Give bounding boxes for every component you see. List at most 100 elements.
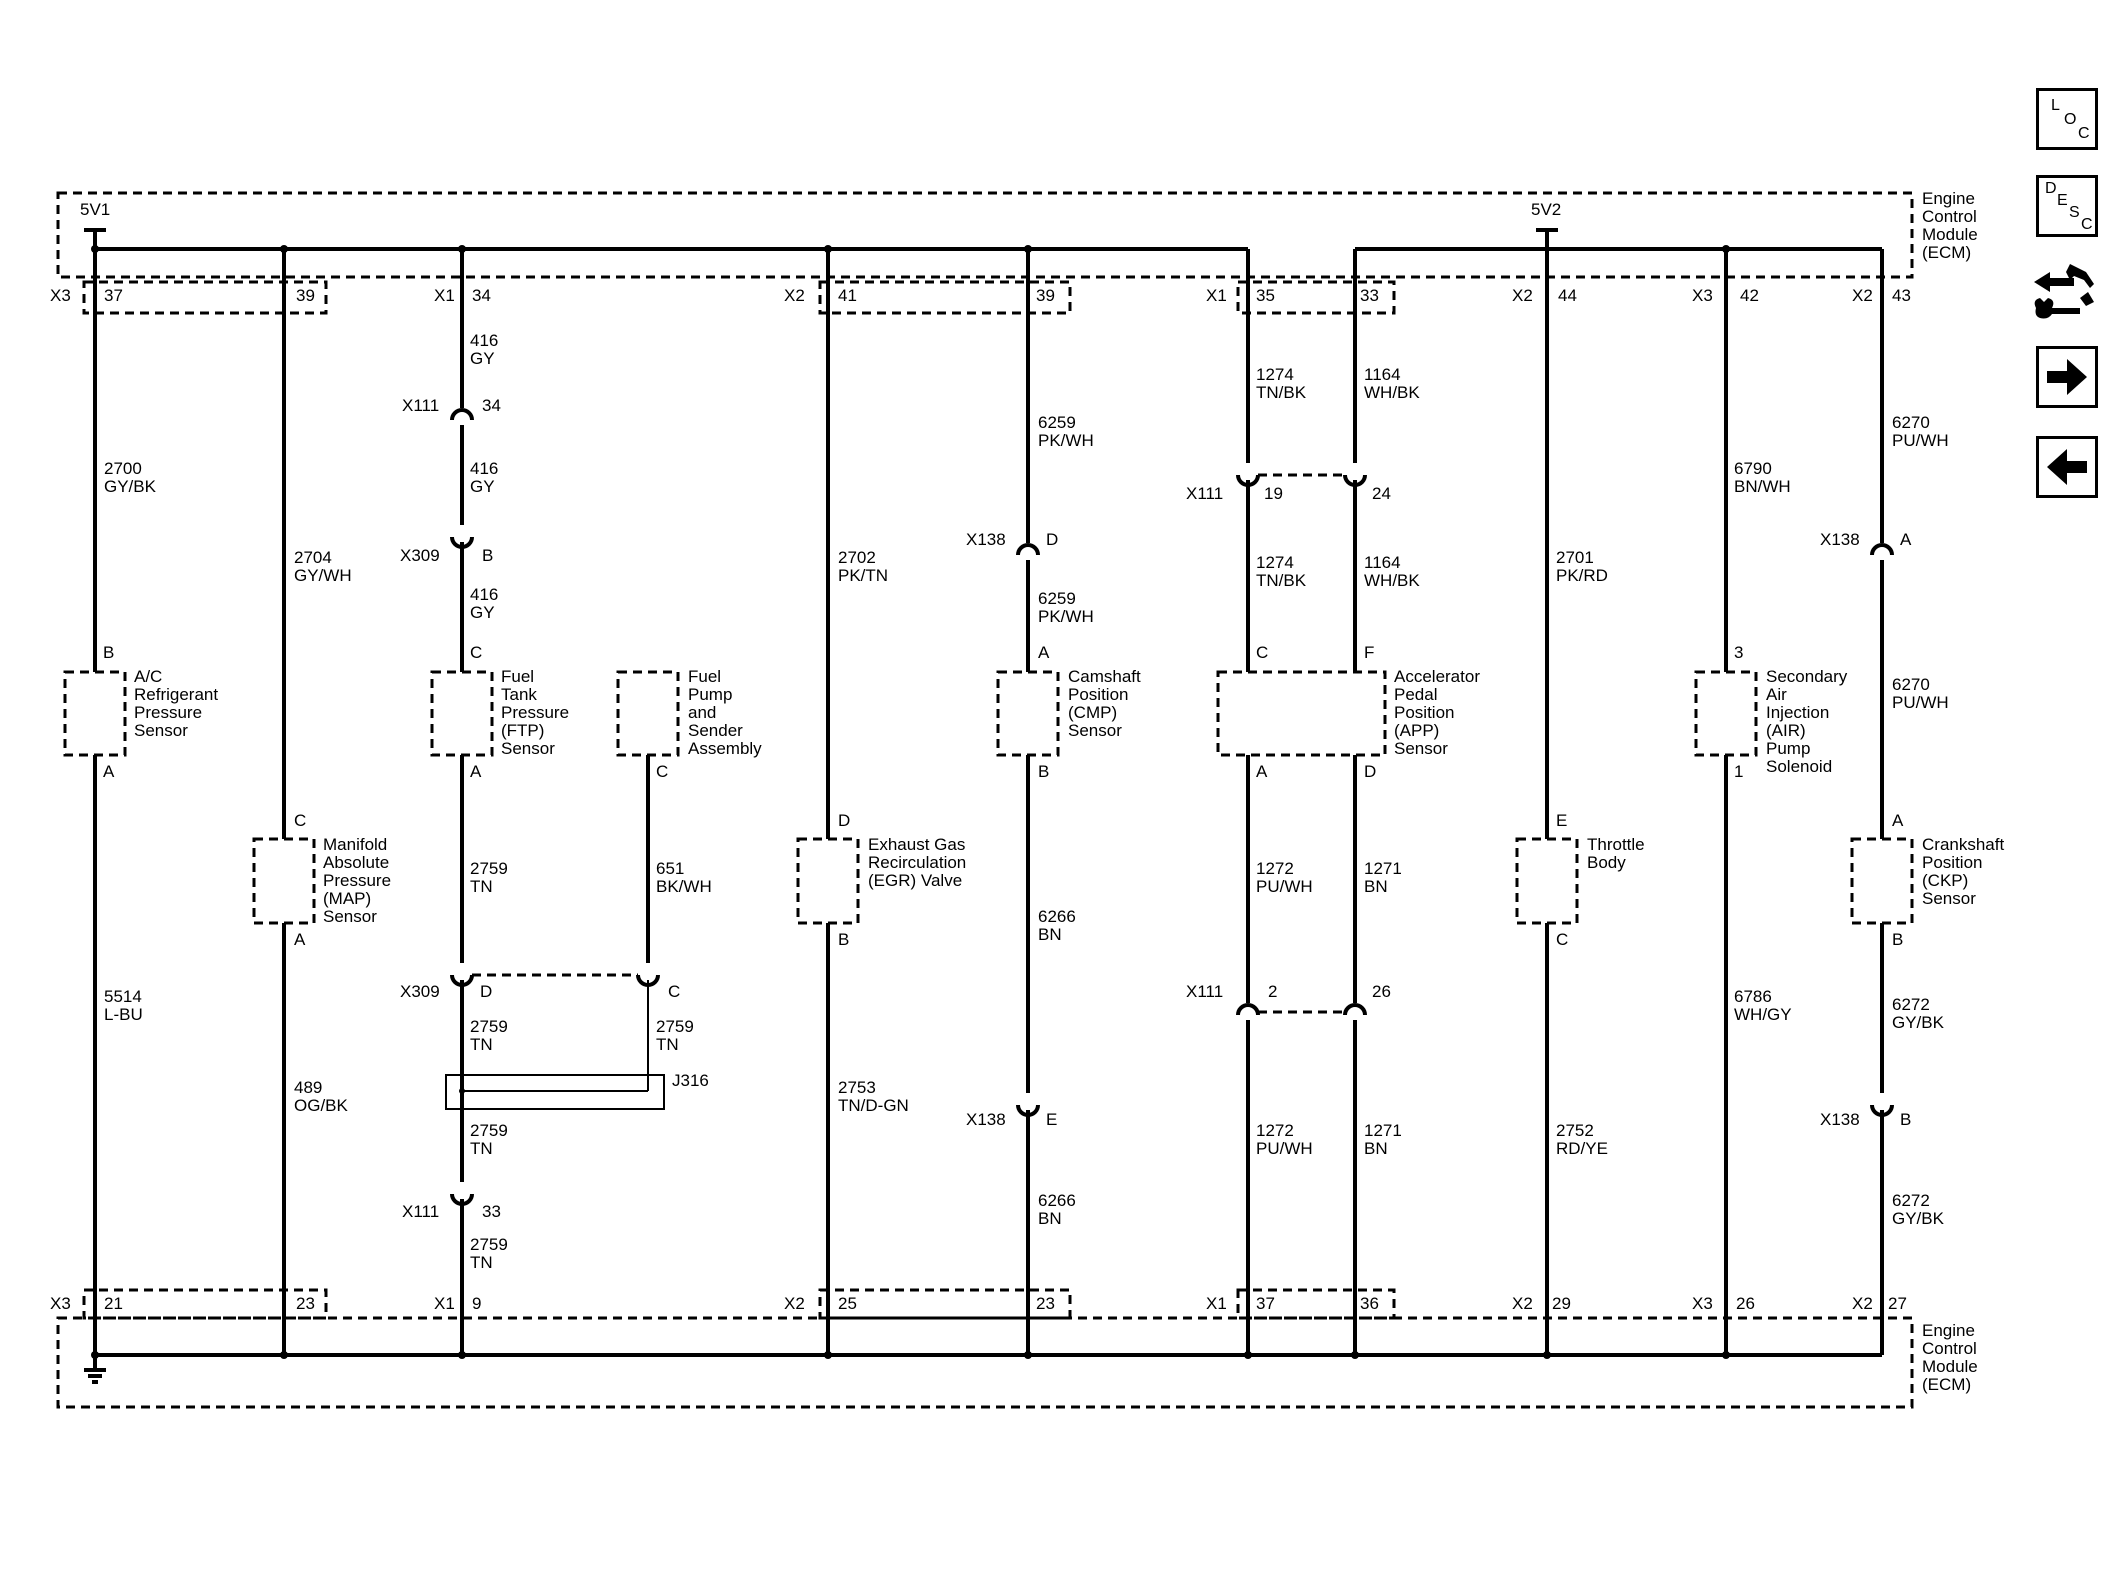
- svg-text:A: A: [1892, 811, 1904, 830]
- svg-text:X1: X1: [434, 286, 455, 305]
- svg-text:33: 33: [1360, 286, 1379, 305]
- svg-text:TN/BK: TN/BK: [1256, 383, 1307, 402]
- power-5v1: 5V1: [80, 200, 110, 249]
- svg-text:Injection: Injection: [1766, 703, 1829, 722]
- svg-text:D: D: [480, 982, 492, 1001]
- tools-icon: [2034, 264, 2094, 319]
- svg-text:X2: X2: [1852, 286, 1873, 305]
- svg-text:X111: X111: [402, 396, 439, 415]
- svg-text:(ECM): (ECM): [1922, 1375, 1971, 1394]
- svg-text:C: C: [656, 762, 668, 781]
- svg-text:416: 416: [470, 331, 498, 350]
- svg-text:21: 21: [104, 1294, 123, 1313]
- svg-text:PK/RD: PK/RD: [1556, 566, 1608, 585]
- svg-text:2759: 2759: [470, 1235, 508, 1254]
- component-egr-valve: D B Exhaust Gas Recirculation (EGR) Valv…: [796, 811, 966, 949]
- svg-text:2753: 2753: [838, 1078, 876, 1097]
- svg-text:Body: Body: [1587, 853, 1626, 872]
- svg-text:Module: Module: [1922, 1357, 1978, 1376]
- svg-text:TN: TN: [470, 877, 493, 896]
- connector-groups: [82, 280, 1396, 1320]
- desc-label-s: S: [2069, 204, 2080, 221]
- svg-text:C: C: [294, 811, 306, 830]
- svg-text:GY/BK: GY/BK: [1892, 1013, 1945, 1032]
- svg-text:X1: X1: [1206, 1294, 1227, 1313]
- loc-label-o: O: [2064, 111, 2077, 128]
- svg-text:D: D: [838, 811, 850, 830]
- svg-text:2759: 2759: [656, 1017, 694, 1036]
- svg-text:B: B: [1892, 930, 1903, 949]
- desc-label-e: E: [2057, 192, 2068, 209]
- component-ckp-sensor: A B Crankshaft Position (CKP) Sensor: [1850, 811, 2004, 949]
- svg-text:651: 651: [656, 859, 684, 878]
- svg-text:37: 37: [104, 286, 123, 305]
- svg-text:BN: BN: [1364, 877, 1388, 896]
- svg-text:A: A: [103, 762, 115, 781]
- svg-text:BN/WH: BN/WH: [1734, 477, 1791, 496]
- component-ac-sensor: B A A/C Refrigerant Pressure Sensor: [63, 643, 218, 781]
- prev-button[interactable]: [2036, 436, 2098, 498]
- svg-text:34: 34: [472, 286, 491, 305]
- svg-text:X138: X138: [966, 1110, 1006, 1129]
- component-app-sensor: C F A D Accelerator Pedal Position (APP)…: [1216, 643, 1480, 781]
- svg-text:6790: 6790: [1734, 459, 1772, 478]
- loc-button[interactable]: L O C: [2036, 88, 2098, 150]
- svg-text:5514: 5514: [104, 987, 142, 1006]
- svg-text:E: E: [1046, 1110, 1057, 1129]
- svg-text:X111: X111: [1186, 484, 1223, 503]
- svg-text:(EGR) Valve: (EGR) Valve: [868, 871, 962, 890]
- ecm-label-top: Engine Control Module (ECM): [1922, 189, 1978, 262]
- svg-text:1272: 1272: [1256, 859, 1294, 878]
- svg-text:2704: 2704: [294, 548, 332, 567]
- tools-button[interactable]: [2030, 258, 2100, 328]
- svg-text:B: B: [1900, 1110, 1911, 1129]
- next-arrow-icon: [2047, 359, 2087, 395]
- svg-text:35: 35: [1256, 286, 1275, 305]
- svg-text:Sender: Sender: [688, 721, 743, 740]
- svg-text:Engine: Engine: [1922, 189, 1975, 208]
- svg-text:36: 36: [1360, 1294, 1379, 1313]
- svg-text:TN: TN: [656, 1035, 679, 1054]
- desc-button[interactable]: D E S C: [2036, 175, 2098, 237]
- svg-text:24: 24: [1372, 484, 1391, 503]
- svg-text:6272: 6272: [1892, 995, 1930, 1014]
- svg-text:X2: X2: [1512, 286, 1533, 305]
- svg-text:TN: TN: [470, 1035, 493, 1054]
- svg-text:WH/BK: WH/BK: [1364, 571, 1420, 590]
- svg-text:C: C: [668, 982, 680, 1001]
- next-button[interactable]: [2036, 346, 2098, 408]
- svg-text:D: D: [1364, 762, 1376, 781]
- svg-text:Pump: Pump: [1766, 739, 1810, 758]
- svg-text:OG/BK: OG/BK: [294, 1096, 349, 1115]
- loc-label-c: C: [2078, 125, 2090, 142]
- svg-text:RD/YE: RD/YE: [1556, 1139, 1608, 1158]
- svg-text:1164: 1164: [1364, 365, 1401, 384]
- svg-text:Sensor: Sensor: [1068, 721, 1122, 740]
- svg-text:GY: GY: [470, 603, 495, 622]
- svg-text:1274: 1274: [1256, 365, 1294, 384]
- component-ftp-sensor: C A Fuel Tank Pressure (FTP) Sensor: [430, 643, 569, 781]
- svg-text:Solenoid: Solenoid: [1766, 757, 1832, 776]
- svg-text:9: 9: [472, 1294, 481, 1313]
- svg-text:2: 2: [1268, 982, 1277, 1001]
- svg-text:33: 33: [482, 1202, 501, 1221]
- svg-text:PU/WH: PU/WH: [1892, 431, 1949, 450]
- svg-text:L-BU: L-BU: [104, 1005, 143, 1024]
- svg-text:Pedal: Pedal: [1394, 685, 1437, 704]
- svg-text:Position: Position: [1394, 703, 1454, 722]
- svg-text:(ECM): (ECM): [1922, 243, 1971, 262]
- svg-text:X309: X309: [400, 982, 440, 1001]
- svg-text:C: C: [470, 643, 482, 662]
- svg-text:X2: X2: [1852, 1294, 1873, 1313]
- svg-text:1164: 1164: [1364, 553, 1401, 572]
- svg-text:29: 29: [1552, 1294, 1571, 1313]
- svg-text:Fuel: Fuel: [501, 667, 534, 686]
- svg-text:Pump: Pump: [688, 685, 732, 704]
- svg-text:6270: 6270: [1892, 675, 1930, 694]
- svg-text:Absolute: Absolute: [323, 853, 389, 872]
- svg-text:2759: 2759: [470, 859, 508, 878]
- svg-text:Engine: Engine: [1922, 1321, 1975, 1340]
- svg-text:X138: X138: [1820, 1110, 1860, 1129]
